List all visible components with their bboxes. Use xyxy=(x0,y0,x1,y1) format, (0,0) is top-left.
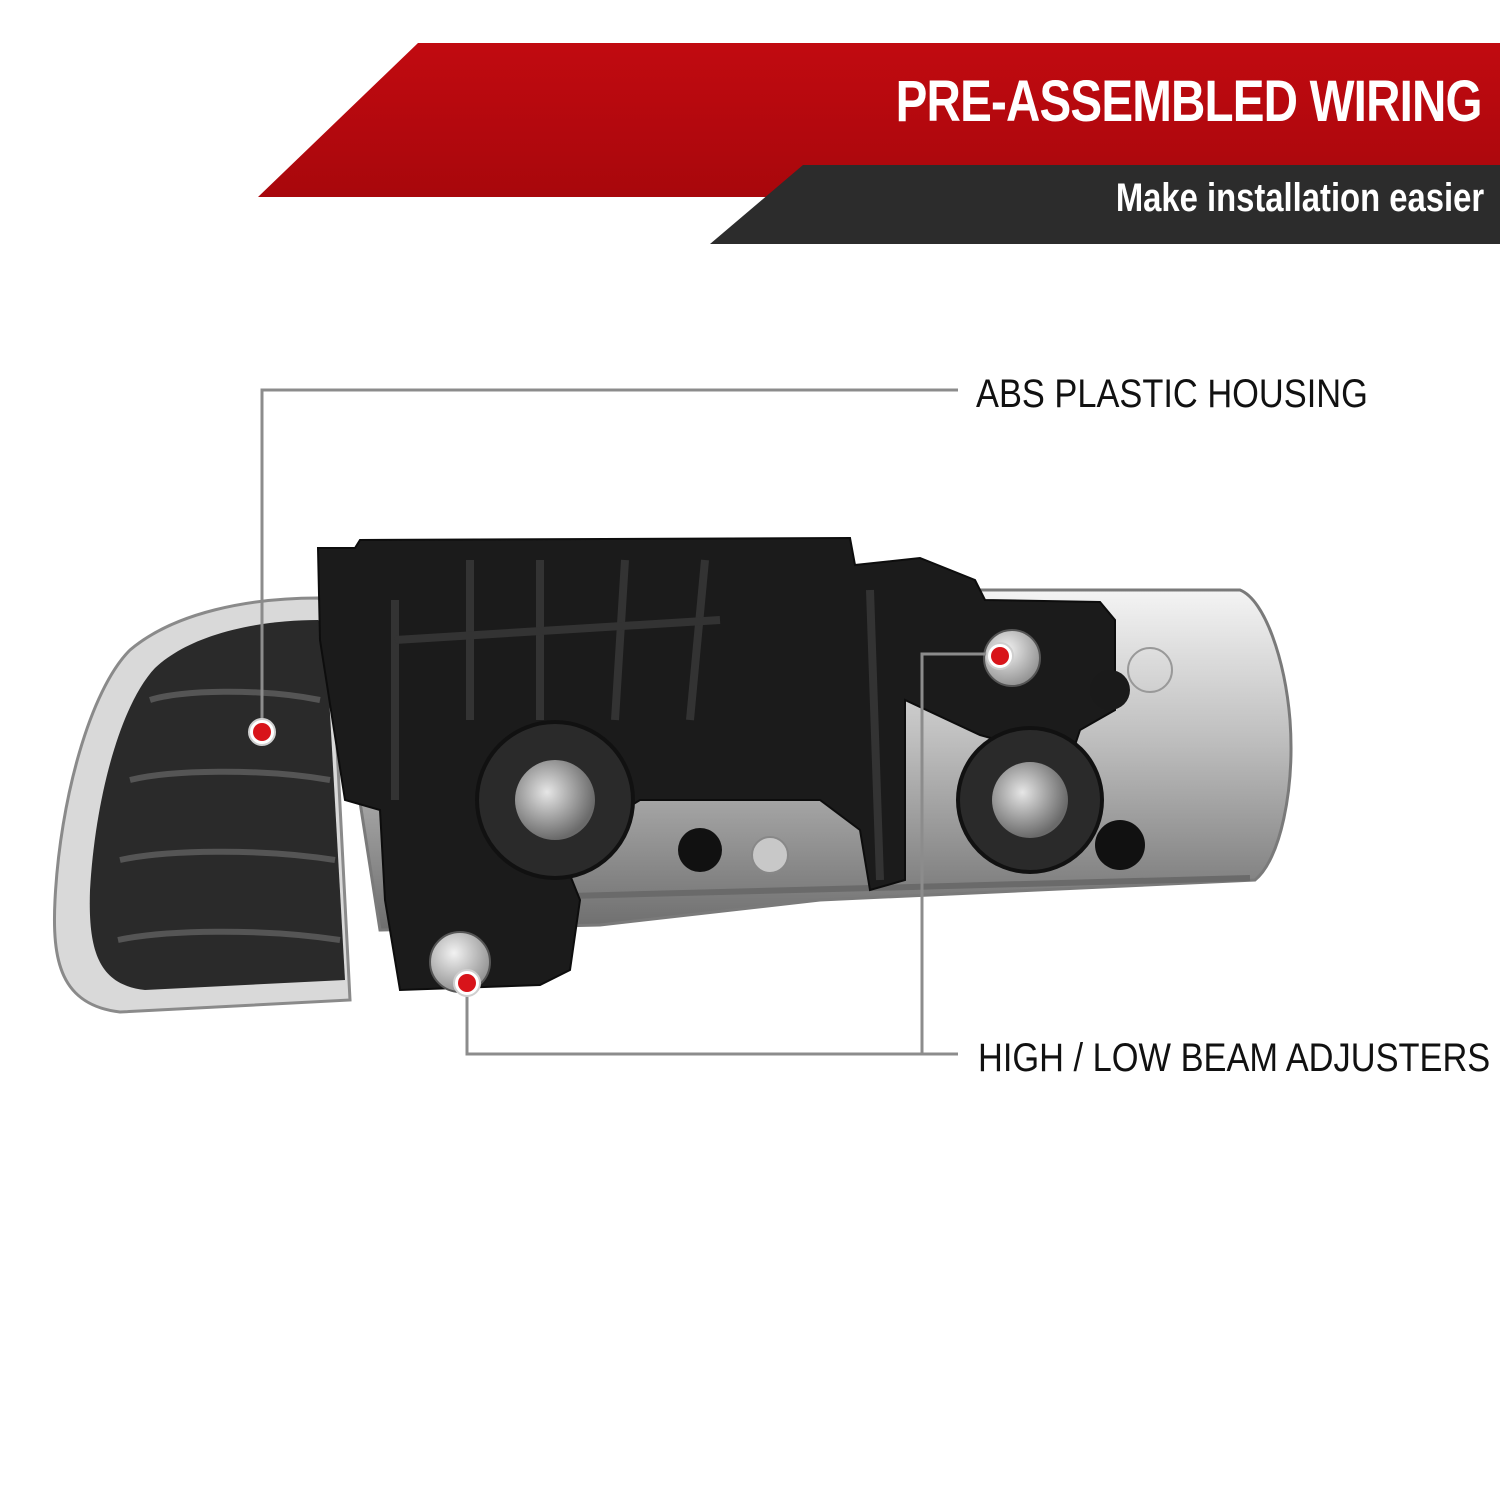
banner-subtitle: Make installation easier xyxy=(1115,176,1484,220)
adjuster-callout-line-lower xyxy=(465,983,958,1056)
title-band xyxy=(258,43,1500,197)
adjuster-callout-line-upper xyxy=(920,652,1000,1054)
banner-title: PRE-ASSEMBLED WIRING xyxy=(895,69,1483,134)
subtitle-band xyxy=(710,165,1500,244)
rear-housing xyxy=(316,536,1116,992)
housing-callout-label: ABS PLASTIC HOUSING xyxy=(976,372,1368,416)
header-banner xyxy=(258,43,1500,244)
housing-callout-line xyxy=(260,388,958,730)
lower-adjuster-marker xyxy=(453,969,481,997)
adjusters-callout-label: HIGH / LOW BEAM ADJUSTERS xyxy=(978,1036,1491,1080)
housing-marker xyxy=(248,718,276,746)
upper-adjuster-marker xyxy=(986,642,1014,670)
side-marker-interior xyxy=(89,620,346,990)
